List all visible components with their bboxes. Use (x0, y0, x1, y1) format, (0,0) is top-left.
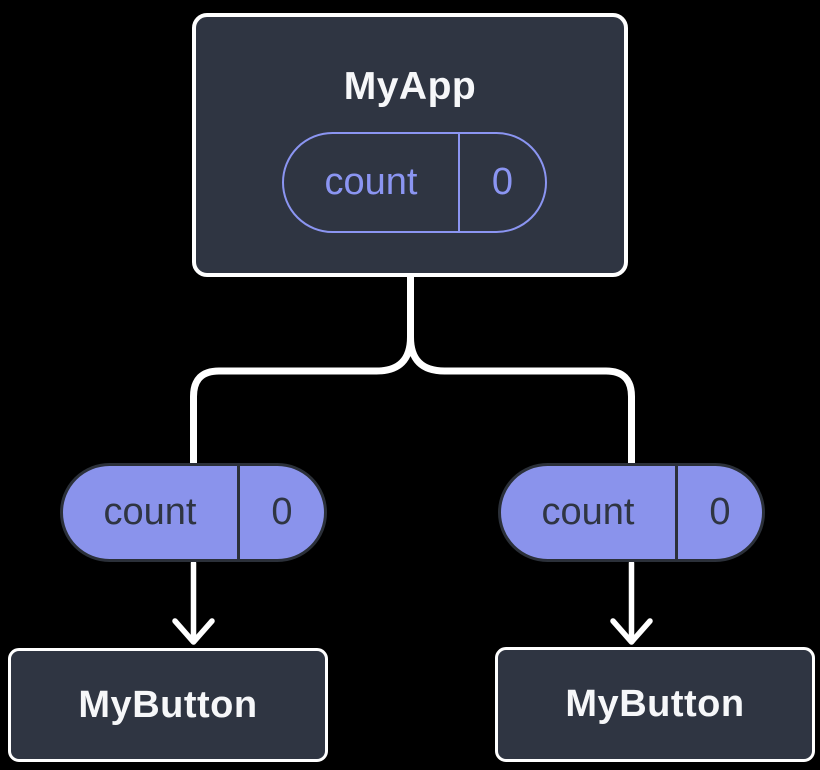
arrow-down-icon-right (610, 560, 653, 645)
component-node-mybutton-left: MyButton (8, 648, 328, 762)
state-pill-name: count (284, 134, 460, 231)
component-node-myapp: MyApp count 0 (192, 13, 628, 277)
prop-pill-name: count (63, 466, 240, 559)
node-title: MyApp (343, 65, 477, 108)
state-pill-value: 0 (491, 161, 514, 203)
prop-pill-value: 0 (271, 491, 293, 533)
arrow-down-icon-left (172, 560, 215, 645)
node-title: MyButton (78, 683, 258, 726)
branch-connector-left (190, 272, 414, 468)
node-title: MyButton (565, 683, 745, 725)
state-pill: count 0 (282, 132, 547, 233)
prop-pill-value: 0 (709, 491, 731, 533)
prop-pill-right: count 0 (498, 463, 765, 562)
branch-connector-right (407, 333, 635, 468)
component-node-mybutton-right: MyButton (495, 647, 815, 762)
prop-pill-left: count 0 (60, 463, 327, 562)
prop-pill-name: count (501, 466, 678, 559)
